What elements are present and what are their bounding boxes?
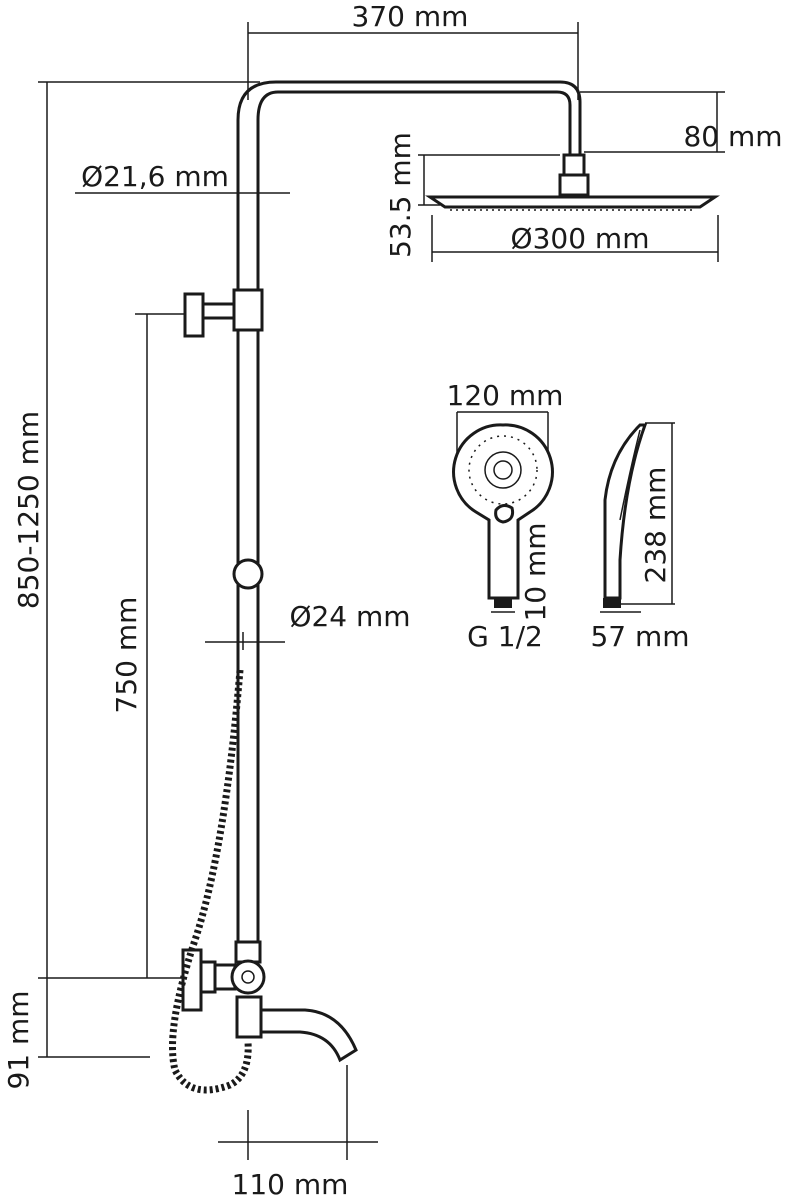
- hand-shower-depth-label: 57 mm: [590, 620, 689, 653]
- arm-height-label: 80 mm: [683, 120, 782, 153]
- holder-arm: [198, 302, 236, 320]
- hand-shower-width-label: 120 mm: [447, 379, 564, 412]
- shower-hose: [169, 669, 252, 1094]
- spout-body: [235, 995, 263, 1039]
- diverter-knob: [230, 959, 266, 995]
- head-height-label: 53.5 mm: [384, 132, 417, 258]
- upper-pipe-diameter-label: Ø21,6 mm: [81, 160, 229, 193]
- lower-pipe-diameter-label: Ø24 mm: [289, 600, 410, 633]
- total-height-label: 850-1250 mm: [12, 411, 45, 609]
- bath-spout: [259, 1008, 358, 1063]
- diverter-knob-center: [241, 970, 255, 984]
- mixer-nut: [199, 960, 217, 994]
- hand-shower-front: [452, 411, 554, 613]
- head-diameter-label: Ø300 mm: [511, 222, 650, 255]
- holder-bracket: [232, 288, 264, 332]
- thread-label: G 1/2: [467, 620, 543, 653]
- arm-length-label: 370 mm: [352, 0, 469, 33]
- head-connector: [562, 153, 586, 177]
- slider-height-label: 750 mm: [110, 597, 143, 714]
- holder-cup: [183, 292, 205, 338]
- slider-knob: [232, 558, 264, 590]
- rain-shower-head: [425, 195, 720, 209]
- spout-length-label: 110 mm: [232, 1168, 349, 1200]
- hand-shower-length-label: 238 mm: [639, 467, 672, 584]
- head-connector-base: [558, 173, 590, 197]
- thread-length-label: 10 mm: [519, 522, 552, 621]
- mixer-height-label: 91 mm: [2, 990, 35, 1089]
- mixer-collar: [234, 940, 262, 964]
- hand-shower-side: [600, 422, 675, 613]
- dimension-lines: [38, 22, 725, 1160]
